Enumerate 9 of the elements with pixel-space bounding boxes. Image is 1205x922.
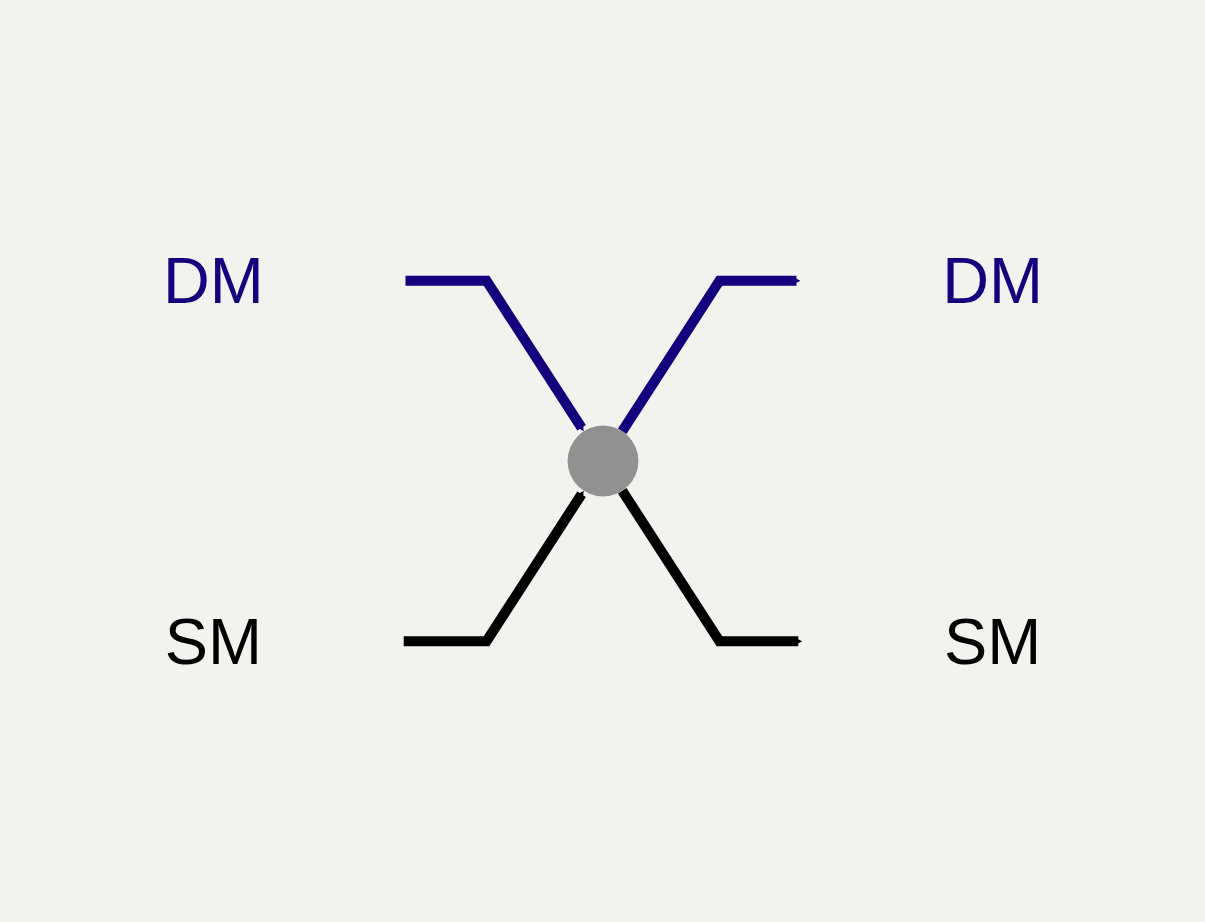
- node-text: DM: [162, 244, 264, 318]
- arrow: [617, 488, 802, 647]
- arrow: [403, 490, 586, 647]
- arrow: [617, 275, 800, 434]
- node-text: SM: [164, 604, 262, 678]
- node-text: DM: [941, 244, 1043, 318]
- arrow: [405, 275, 586, 432]
- node-text: SM: [943, 604, 1041, 678]
- node-circle: [567, 425, 638, 497]
